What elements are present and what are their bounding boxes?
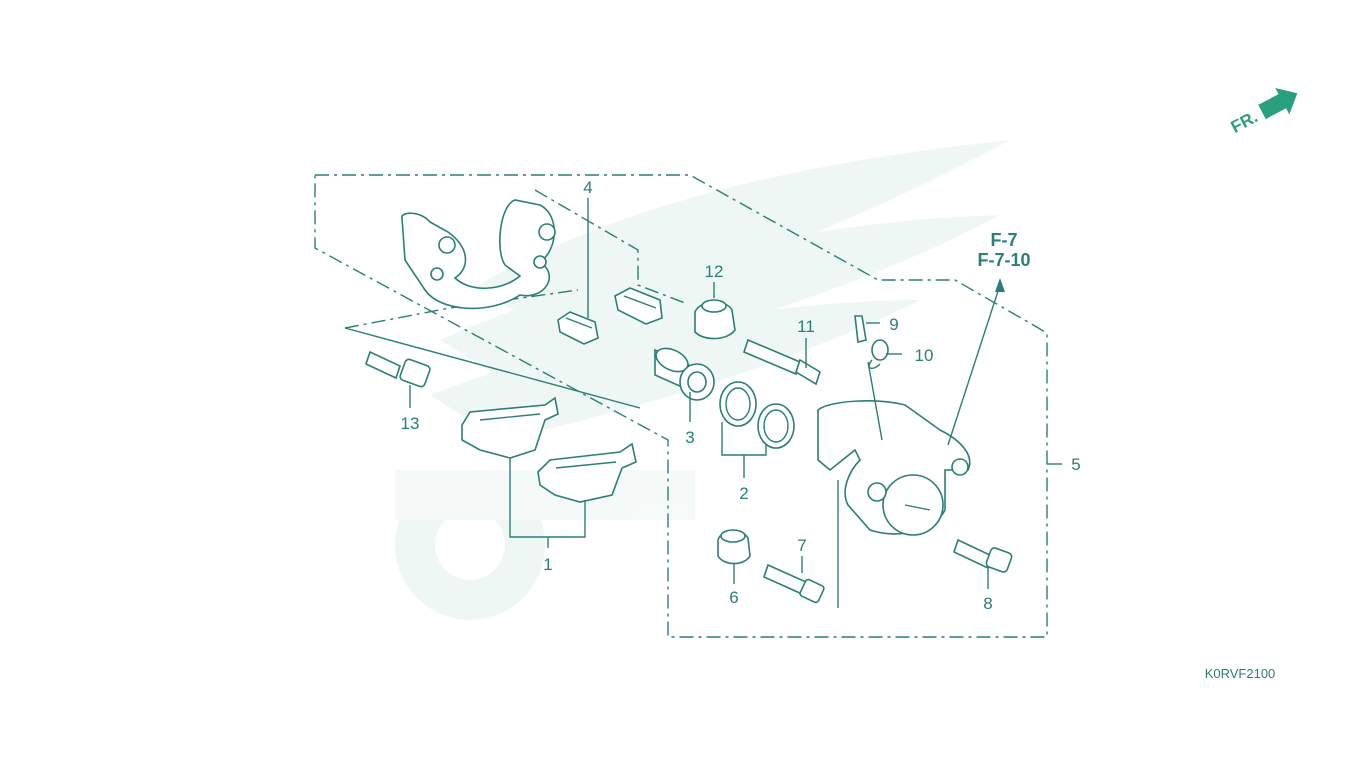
callout-6: 6 <box>729 588 738 607</box>
bolt-8 <box>953 538 1013 573</box>
callout-3: 3 <box>685 428 694 447</box>
leader-lines <box>409 198 1062 608</box>
bolt-13 <box>365 350 431 388</box>
reference-f7-10: F-7-10 <box>977 250 1030 270</box>
callout-13: 13 <box>401 414 420 433</box>
piston <box>654 347 715 401</box>
callout-5: 5 <box>1071 455 1080 474</box>
reference-f7: F-7 <box>991 230 1018 250</box>
dust-seal <box>757 403 795 449</box>
pad-spring-right <box>614 287 663 325</box>
callout-9: 9 <box>889 315 898 334</box>
callout-10: 10 <box>915 346 934 365</box>
bleeder-cap <box>868 339 889 370</box>
callout-7: 7 <box>797 536 806 555</box>
callout-12: 12 <box>705 262 724 281</box>
callout-11: 11 <box>797 317 815 336</box>
callout-1: 1 <box>543 555 552 574</box>
pad-spring-left <box>557 311 599 345</box>
boot-6 <box>717 529 751 565</box>
callout-8: 8 <box>983 594 992 613</box>
callout-4: 4 <box>583 178 592 197</box>
diagram-code: K0RVF2100 <box>1205 666 1276 681</box>
caliper-bracket <box>401 199 556 310</box>
callouts: 1 2 3 4 5 6 7 8 9 10 11 12 13 <box>401 178 1081 613</box>
slide-pin-7 <box>763 563 825 604</box>
svg-text:FR.: FR. <box>1228 107 1261 137</box>
slide-pin-11 <box>743 338 821 386</box>
piston-seal <box>719 381 757 427</box>
bleeder-screw <box>854 315 867 343</box>
brake-pad-rear <box>537 442 637 503</box>
caliper-body <box>817 400 971 536</box>
callout-2: 2 <box>739 484 748 503</box>
boot-12 <box>694 299 736 340</box>
brake-pad-front <box>461 396 559 459</box>
front-direction-arrow: FR. <box>1228 87 1298 137</box>
group-outline <box>314 174 1048 638</box>
